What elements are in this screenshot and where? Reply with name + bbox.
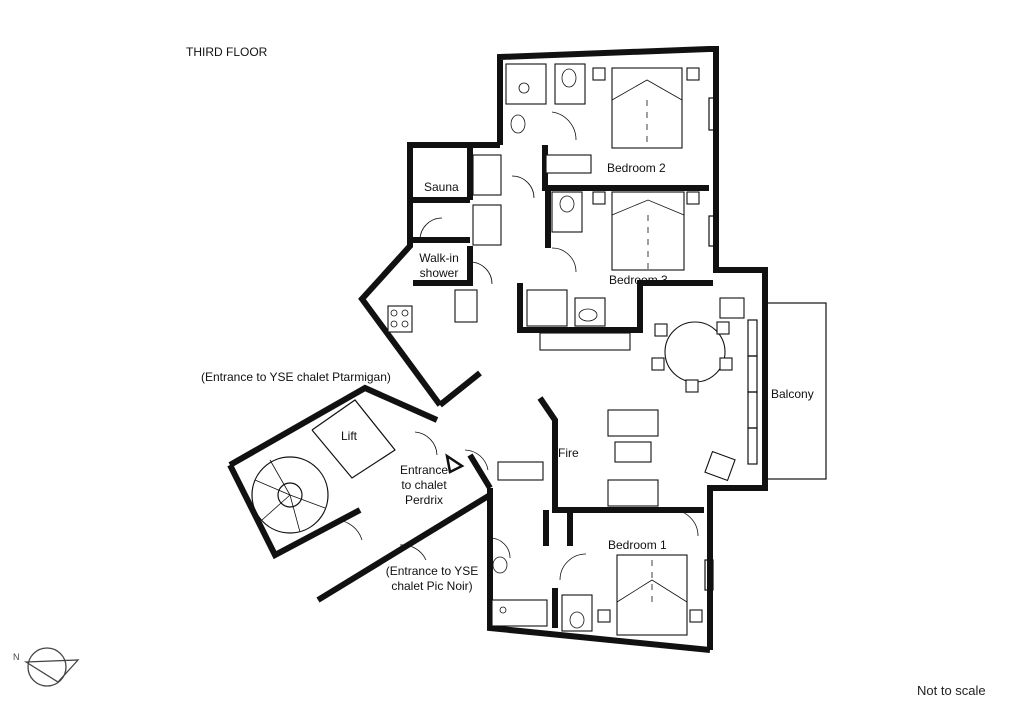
perdrix-line-2: to chalet bbox=[401, 478, 447, 492]
walk-in-shower-line-1: Walk-in bbox=[419, 251, 459, 265]
room-label-bedroom-2: Bedroom 2 bbox=[607, 161, 666, 175]
stair-lift-block bbox=[227, 384, 492, 603]
living-room-furniture bbox=[497, 297, 745, 507]
room-label-walk-in-shower: Walk-in shower bbox=[417, 251, 461, 281]
room-label-fire: Fire bbox=[558, 446, 579, 460]
room-label-bedroom-1: Bedroom 1 bbox=[608, 538, 667, 552]
entrance-label-perdrix: Entrance to chalet Perdrix bbox=[393, 463, 455, 508]
room-label-lift: Lift bbox=[341, 429, 358, 443]
bedroom-3-furniture bbox=[526, 191, 700, 327]
walk-in-shower-line-2: shower bbox=[419, 266, 459, 280]
svg-text:N: N bbox=[13, 652, 20, 662]
pic-noir-line-1: (Entrance to YSE bbox=[385, 564, 479, 578]
room-label-balcony: Balcony bbox=[771, 387, 814, 401]
entrance-label-ptarmigan: (Entrance to YSE chalet Ptarmigan) bbox=[201, 370, 391, 384]
room-label-sauna: Sauna bbox=[424, 180, 459, 194]
entrance-marker-icon bbox=[445, 453, 465, 474]
windows bbox=[704, 97, 758, 591]
entrance-label-pic-noir: (Entrance to YSE chalet Pic Noir) bbox=[377, 564, 487, 594]
bedroom-2-furniture bbox=[505, 63, 700, 174]
bedroom-1-furniture bbox=[489, 509, 703, 636]
sauna-area bbox=[387, 154, 631, 351]
perdrix-line-3: Perdrix bbox=[404, 493, 443, 507]
balcony-outline bbox=[764, 302, 827, 480]
outer-walls bbox=[358, 46, 768, 653]
scale-note: Not to scale bbox=[917, 683, 986, 698]
room-label-bedroom-3: Bedroom 3 bbox=[609, 273, 668, 287]
pic-noir-line-2: chalet Pic Noir) bbox=[391, 579, 473, 593]
north-arrow-icon: N bbox=[13, 647, 80, 687]
perdrix-line-1: Entrance bbox=[399, 463, 449, 477]
floor-title: THIRD FLOOR bbox=[186, 45, 268, 59]
